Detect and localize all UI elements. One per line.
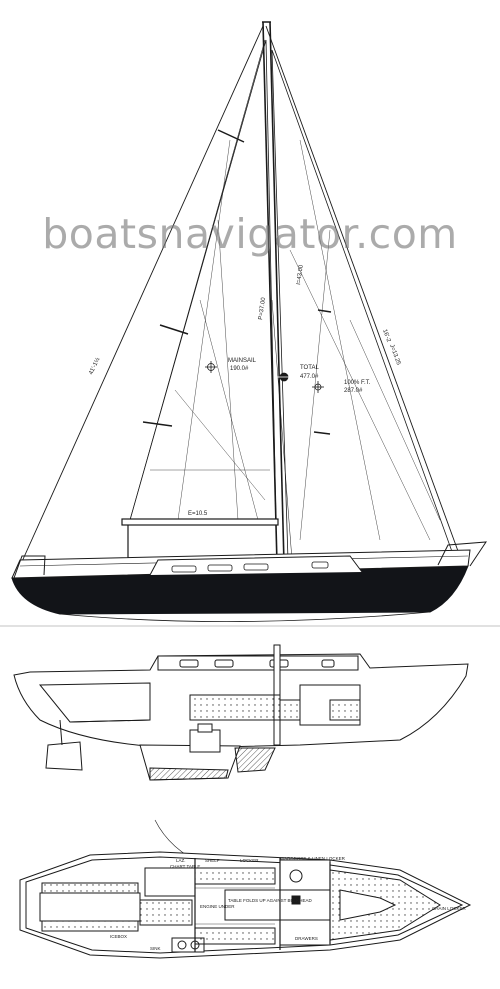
- label-chain-locker: CHAIN LOCKER: [432, 906, 467, 911]
- mainsail: [129, 39, 277, 521]
- spreaders: [142, 129, 332, 435]
- watermark-text: boatsnavigator.com: [42, 210, 458, 258]
- inboard-profile: [13, 644, 469, 866]
- foretriangle-area: 287.0#: [344, 388, 363, 394]
- accommodation-plan: [19, 851, 472, 959]
- leech-dimension: 16'-2: [381, 329, 391, 344]
- label-table-folds: TABLE FOLDS UP AGAINST BULKHEAD: [228, 898, 313, 903]
- i-dimension: I=43.00: [296, 264, 305, 285]
- e-dimension: E=10.5: [188, 511, 208, 517]
- lower-shroud: [271, 299, 293, 561]
- label-chart-table: CHART TABLE: [170, 864, 200, 869]
- label-drawers: DRAWERS: [295, 936, 318, 941]
- p-dimension: P=37.00: [258, 296, 267, 320]
- label-engine-under: ENGINE UNDER: [200, 904, 235, 909]
- foretriangle-label: 100% F.T.: [344, 380, 371, 386]
- portlights: [171, 561, 329, 573]
- backstay: [19, 25, 264, 567]
- label-lazarette: LAZ.: [176, 858, 186, 863]
- center-of-effort-markers: [205, 361, 324, 393]
- j-dimension: J=13.25: [388, 344, 401, 367]
- total-label: TOTAL: [300, 365, 319, 371]
- mainsail-area: 190.0#: [230, 366, 249, 372]
- jib: [271, 49, 456, 561]
- label-locker: LOCKER: [240, 858, 259, 863]
- accommodation-labels: CHART TABLE ENGINE UNDER TABLE FOLDS UP …: [110, 856, 467, 951]
- total-area: 477.0#: [300, 374, 319, 380]
- forestay: [265, 25, 463, 563]
- label-shelf: SHELF: [205, 858, 220, 863]
- hull-profile: [0, 541, 500, 627]
- label-sink: SINK: [150, 946, 161, 951]
- luff-dimension: 41'-1½: [87, 356, 101, 375]
- label-wardrobe: WARDROBE & LINEN LOCKER: [280, 856, 346, 861]
- mast: [262, 21, 285, 565]
- mainsail-label: MAINSAIL: [228, 358, 257, 364]
- label-icebox: ICEBOX: [110, 934, 127, 939]
- sail-plan: [19, 21, 463, 575]
